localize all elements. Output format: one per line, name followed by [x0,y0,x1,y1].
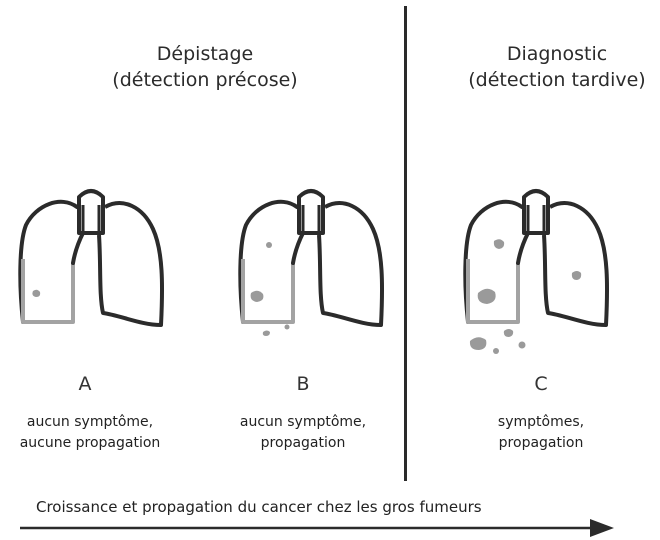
panel-caption-c: symptômes, propagation [451,412,631,454]
lungs-icon [456,185,616,360]
panel-caption-b: aucun symptôme, propagation [213,412,393,454]
panel-letter-b: B [278,373,328,395]
progression-label: Croissance et propagation du cancer chez… [36,498,482,516]
heading-diagnosis: Diagnostic (détection tardive) [462,41,652,93]
lungs-icon [11,185,171,335]
heading-screening: Dépistage (détection précose) [100,41,310,93]
column-divider [404,6,407,481]
arrow-right-icon [18,516,618,540]
lungs-icon [231,185,391,345]
panel-letter-a: A [60,373,110,395]
panel-letter-c: C [516,373,566,395]
panel-caption-a: aucun symptôme, aucune propagation [0,412,180,454]
